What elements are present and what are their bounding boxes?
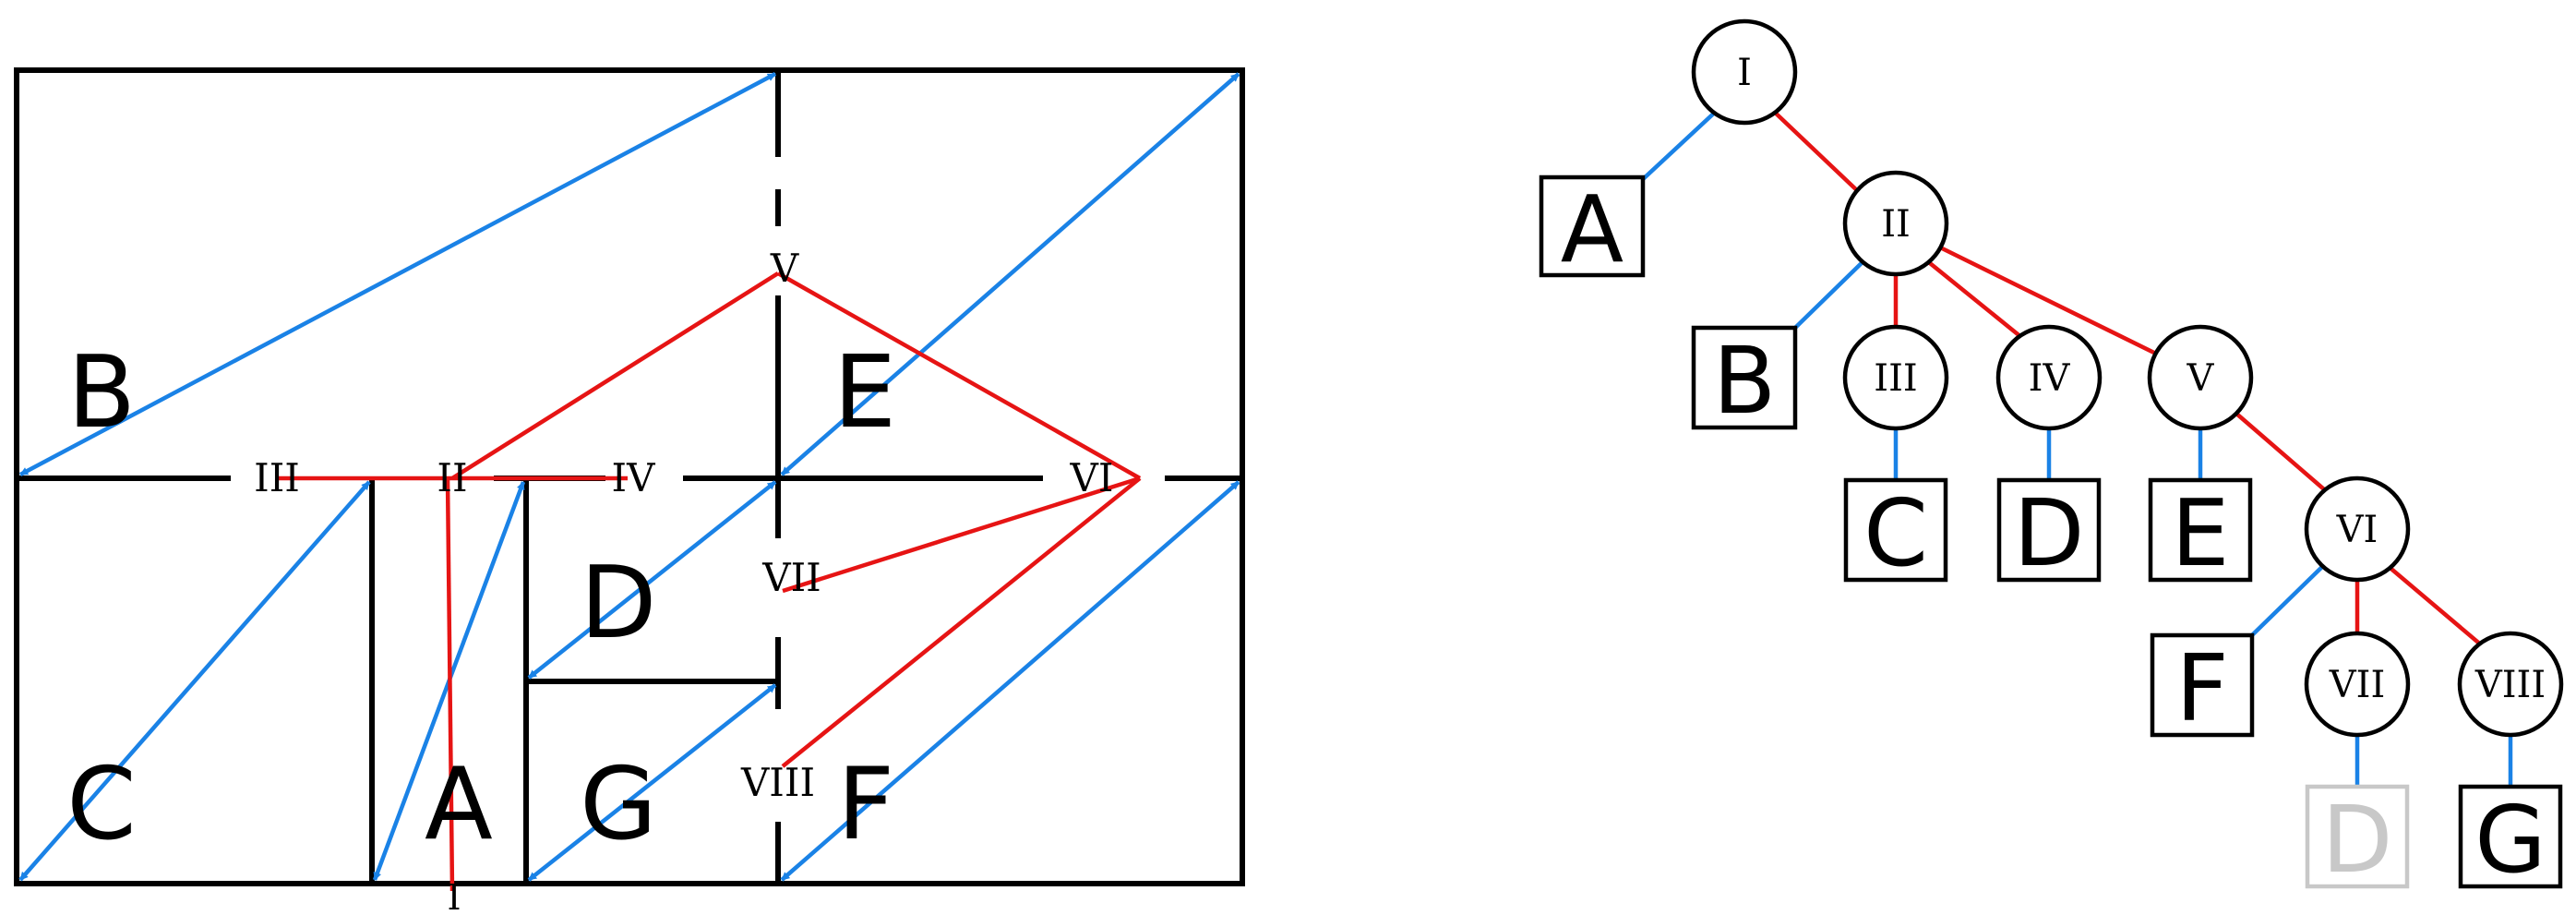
diagonal-g: [527, 683, 777, 882]
region-label-c: C: [66, 747, 136, 862]
diagonal-b: [18, 72, 777, 476]
tree-node-label: IV: [2029, 357, 2071, 400]
diagonal-c: [18, 480, 371, 882]
diagonal-f: [780, 480, 1240, 882]
split-label-iv: IV: [612, 455, 656, 500]
tree-leaf-label: D: [2013, 479, 2084, 587]
tree-leaf-label: G: [2474, 786, 2546, 894]
tree-node-vi: VI: [2304, 476, 2411, 583]
tree-node-v: V: [2147, 324, 2254, 431]
split-label-v: V: [770, 246, 799, 291]
tree-leaf-label: F: [2175, 634, 2229, 742]
tree-node-viii: VIII: [2457, 631, 2564, 738]
tree-node-vii: VII: [2304, 631, 2411, 738]
region-label-d: D: [580, 546, 656, 661]
diagonal-e: [780, 72, 1240, 476]
region-label-b: B: [67, 335, 136, 451]
tree-leaf-g: G: [2458, 784, 2563, 894]
tree-leaf-label: E: [2171, 479, 2229, 587]
tree-leaf-c: C: [1843, 477, 1948, 587]
split-label-iii: III: [254, 455, 300, 500]
diagonal-d: [527, 480, 777, 680]
tree-node-label: VI: [2336, 509, 2378, 551]
tree-edges: [1639, 106, 2513, 785]
region-label-a: A: [425, 747, 493, 862]
region-labels: B E D C A G F: [66, 335, 896, 862]
edge-vi-f: [2250, 561, 2328, 637]
tree-leaf-f: F: [2150, 632, 2255, 742]
traversal-vi-vii: [782, 476, 1141, 594]
split-label-i: I: [447, 877, 461, 915]
tree-leaf-label: A: [1561, 175, 1623, 283]
tree-node-label: VII: [2329, 664, 2386, 706]
edge-vi-viii: [2385, 563, 2485, 648]
split-label-vi: VI: [1070, 455, 1114, 500]
partition-figure: III II IV V VI VII VIII I B E D C A G F: [14, 67, 1245, 915]
traversal-vi-viii: [781, 476, 1142, 768]
tree-leaf-a: A: [1539, 175, 1646, 283]
traversal-v-vi: [776, 271, 1142, 480]
tree-node-label: II: [1881, 203, 1911, 246]
region-label-f: F: [837, 747, 894, 862]
tree-internal-nodes: I II III IV V VI: [1691, 18, 2564, 738]
region-label-e: E: [833, 335, 896, 451]
tree-node-label: I: [1737, 52, 1752, 94]
edge-ii-b: [1792, 257, 1868, 331]
tree-leaf-label: B: [1713, 327, 1777, 435]
region-label-g: G: [580, 747, 657, 862]
tree-leaf-label: D: [2321, 786, 2392, 894]
split-lines: [17, 70, 1242, 884]
tree-leaf-b: B: [1691, 325, 1798, 435]
tree-node-label: VIII: [2474, 664, 2546, 706]
edge-ii-v: [1934, 242, 2161, 358]
split-labels: III II IV V VI VII VIII I: [254, 246, 1113, 915]
split-label-ii: II: [437, 455, 467, 500]
tree-leaf-nodes: A B C D E F D: [1539, 175, 2563, 894]
region-diagonals: [18, 72, 1240, 882]
edge-v-vi: [2234, 411, 2326, 491]
tree-node-ii: II: [1842, 170, 1949, 277]
tree-leaf-d: D: [1996, 477, 2102, 587]
tree-node-label: V: [2187, 357, 2215, 400]
tree-figure: I II III IV V VI: [1539, 18, 2564, 894]
edge-ii-iv: [1923, 258, 2029, 343]
tree-node-label: III: [1874, 357, 1917, 400]
tree-leaf-label: C: [1863, 479, 1928, 587]
tree-node-i: I: [1691, 18, 1798, 126]
traversal-i-ii: [445, 477, 455, 892]
tree-node-iii: III: [1842, 324, 1949, 431]
tree-node-iv: IV: [1995, 324, 2103, 431]
tree-leaf-d-ghost: D: [2305, 784, 2410, 894]
traversal-ii-v: [450, 271, 780, 480]
traversal-lines: [277, 271, 1142, 892]
split-label-vii: VII: [761, 555, 821, 600]
edge-i-a: [1639, 106, 1721, 183]
split-label-viii: VIII: [740, 760, 815, 805]
edge-i-ii: [1768, 106, 1863, 196]
tree-leaf-e: E: [2148, 477, 2253, 587]
